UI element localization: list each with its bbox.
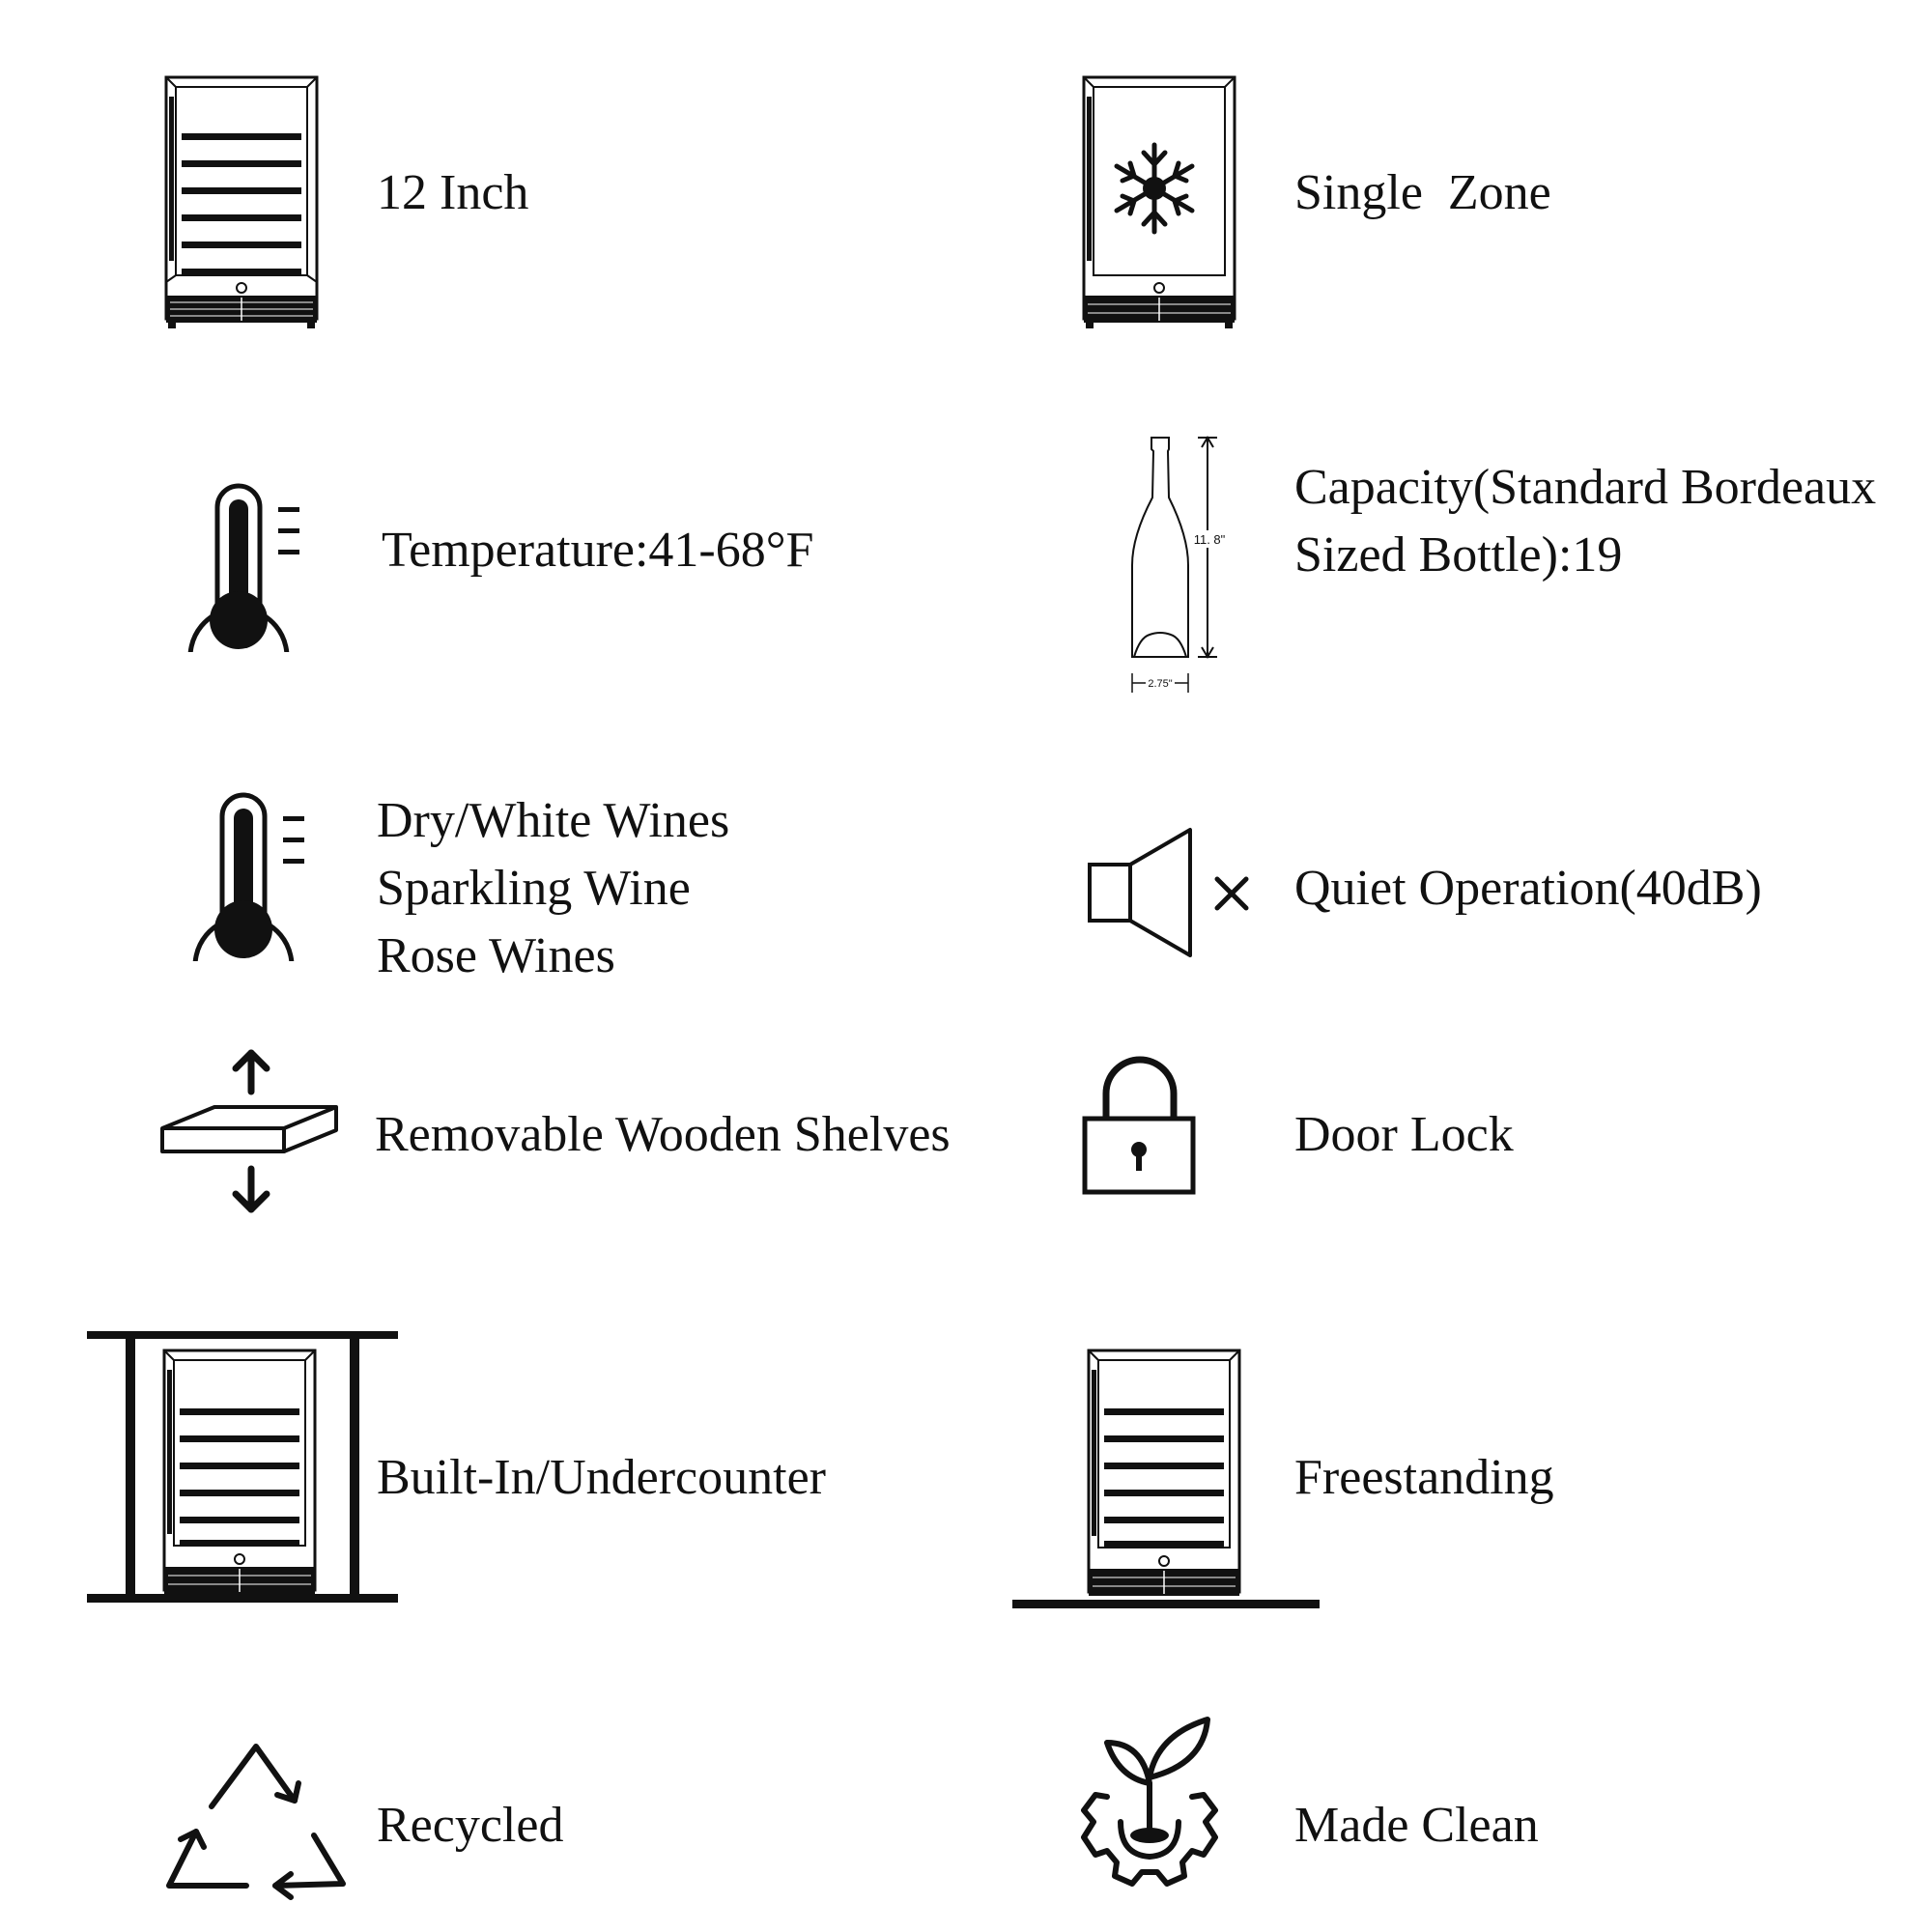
thermometer-icon — [192, 792, 304, 961]
shelf-arrows-icon — [160, 1049, 338, 1213]
bottle-height-dimension: 11. 8" — [1194, 532, 1226, 547]
bottle-width-dimension: 2.75" — [1148, 678, 1172, 690]
wine-bottle-icon: 11. 8" 2.75" — [1131, 436, 1227, 693]
lock-label: Door Lock — [1294, 1107, 1514, 1162]
capacity-label: Capacity(Standard Bordeaux Sized Bottle)… — [1294, 454, 1876, 589]
wine-fridge-icon — [164, 75, 319, 328]
padlock-icon — [1082, 1056, 1196, 1195]
size-label: 12 Inch — [377, 165, 529, 220]
temperature-label: Temperature:41-68°F — [382, 523, 814, 578]
snowflake-fridge-icon — [1082, 75, 1236, 328]
clean-label: Made Clean — [1294, 1798, 1539, 1853]
freestanding-fridge-icon — [1012, 1349, 1320, 1608]
thermometer-icon — [187, 483, 299, 652]
sprout-gear-icon — [1081, 1717, 1218, 1887]
shelves-label: Removable Wooden Shelves — [375, 1107, 951, 1162]
wine-types-label: Dry/White Wines Sparkling Wine Rose Wine… — [377, 787, 729, 990]
freestanding-label: Freestanding — [1294, 1450, 1554, 1505]
recycled-label: Recycled — [377, 1798, 564, 1853]
wine-type-item: Sparkling Wine — [377, 861, 691, 916]
wine-type-item: Dry/White Wines — [377, 793, 730, 848]
undercounter-fridge-icon — [87, 1331, 398, 1603]
wine-type-item: Rose Wines — [377, 928, 615, 983]
capacity-line-1: Capacity(Standard Bordeaux — [1294, 460, 1877, 515]
recycle-icon — [166, 1744, 346, 1900]
builtin-label: Built-In/Undercounter — [377, 1450, 826, 1505]
muted-speaker-icon — [1088, 828, 1249, 957]
capacity-line-2: Sized Bottle):19 — [1294, 527, 1623, 582]
quiet-label: Quiet Operation(40dB) — [1294, 861, 1762, 916]
zone-label: Single Zone — [1294, 165, 1551, 220]
